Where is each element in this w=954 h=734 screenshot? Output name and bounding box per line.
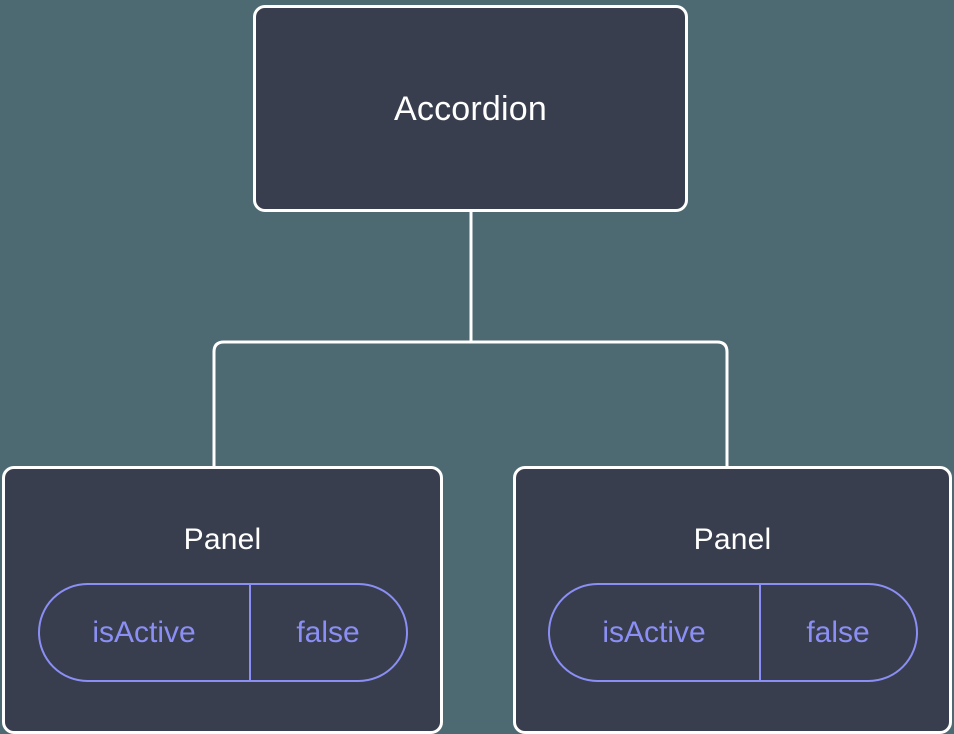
edge-to-panel-left [212, 340, 471, 468]
node-panel-1[interactable]: Panel isActive false [2, 466, 443, 734]
node-accordion-label: Accordion [394, 89, 547, 128]
state-pill-panel-1[interactable]: isActive false [37, 583, 408, 682]
state-pill-panel-2-key: isActive [550, 585, 761, 680]
edge-to-panel-right [471, 340, 729, 468]
node-panel-1-label: Panel [183, 523, 262, 556]
node-accordion[interactable]: Accordion [253, 5, 688, 212]
state-pill-panel-1-key: isActive [40, 585, 251, 680]
state-pill-panel-2[interactable]: isActive false [547, 583, 918, 682]
node-panel-2[interactable]: Panel isActive false [513, 466, 952, 734]
state-pill-panel-2-value: false [806, 615, 870, 649]
state-pill-panel-1-value: false [296, 615, 360, 649]
node-panel-2-label: Panel [693, 523, 772, 556]
